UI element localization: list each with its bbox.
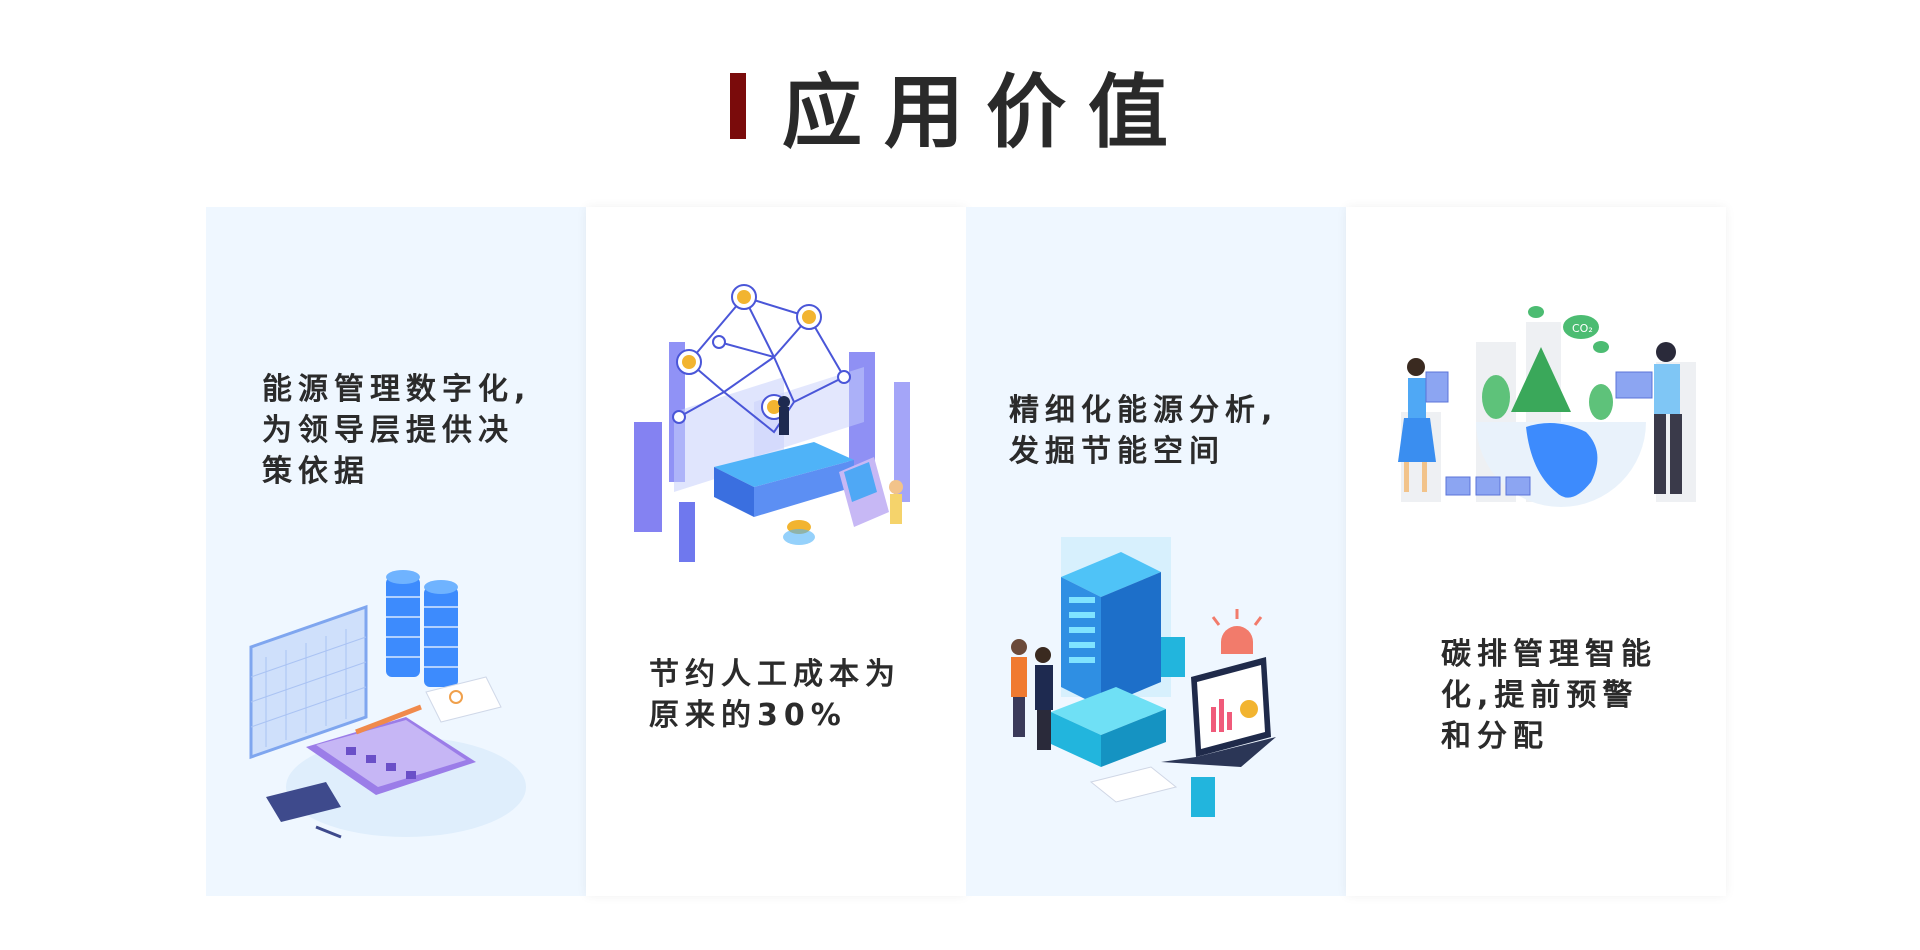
- card-4-text: 碳排管理智能 化,提前预警 和分配: [1441, 634, 1657, 757]
- card-4-line-1: 碳排管理智能: [1441, 637, 1657, 672]
- green-earth-illustration: CO₂: [1398, 306, 1696, 507]
- data-dashboard-illustration: [249, 570, 526, 839]
- card-1-line-2: 为领导层提供决: [262, 413, 514, 448]
- page-header: 应用价值: [0, 48, 1920, 164]
- server-analysis-illustration: [1011, 537, 1276, 817]
- co2-label: CO₂: [1572, 322, 1593, 335]
- value-cards: 能源管理数字化, 为领导层提供决 策依据: [206, 207, 1726, 896]
- card-1-line-1: 能源管理数字化,: [262, 372, 532, 407]
- card-3-line-1: 精细化能源分析,: [1009, 393, 1279, 428]
- card-4-line-2: 化,提前预警: [1441, 678, 1639, 713]
- card-1-text: 能源管理数字化, 为领导层提供决 策依据: [262, 369, 531, 492]
- network-workspace-illustration: [634, 284, 910, 562]
- value-card-3: 精细化能源分析, 发掘节能空间: [966, 207, 1346, 896]
- title-accent-bar: [730, 73, 746, 139]
- card-2-line-1: 节约人工成本为: [649, 657, 901, 692]
- value-card-2: 节约人工成本为 原来的30%: [586, 207, 966, 896]
- card-2-text: 节约人工成本为 原来的30%: [649, 654, 901, 736]
- card-4-line-3: 和分配: [1441, 719, 1549, 754]
- value-card-1: 能源管理数字化, 为领导层提供决 策依据: [206, 207, 586, 896]
- card-3-text: 精细化能源分析, 发掘节能空间: [1009, 390, 1278, 472]
- card-3-line-2: 发掘节能空间: [1009, 434, 1225, 469]
- value-card-4: CO₂ 碳排管理智能 化,提前预警 和分配: [1346, 207, 1726, 896]
- card-1-line-3: 策依据: [262, 454, 370, 489]
- card-2-line-2: 原来的30%: [649, 698, 847, 733]
- page-title: 应用价值: [782, 66, 1190, 159]
